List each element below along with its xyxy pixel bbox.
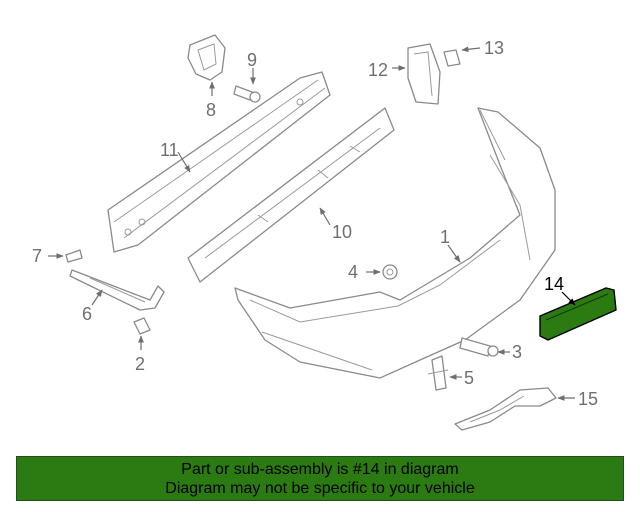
part-15-splash-shield[interactable] (454, 387, 557, 431)
part-6-side-bracket[interactable] (69, 269, 165, 311)
callout-6: 6 (82, 304, 92, 324)
leader-1 (447, 244, 461, 263)
part-10-energy-absorber[interactable] (187, 107, 395, 283)
part-12-bracket[interactable] (407, 43, 441, 105)
callout-5: 5 (464, 368, 474, 388)
callout-10: 10 (332, 222, 352, 242)
exploded-parts-diagram: 1 2 3 4 5 6 7 8 9 10 11 12 13 14 15 (32, 34, 617, 431)
callout-4: 4 (348, 262, 358, 282)
part-11-reinforcement-beam[interactable] (107, 71, 331, 253)
callout-7: 7 (32, 246, 42, 266)
callout-13: 13 (484, 38, 504, 58)
callout-14: 14 (544, 274, 564, 294)
callout-2: 2 (135, 354, 145, 374)
part-13-bolt[interactable] (443, 49, 461, 67)
part-4-grommet[interactable] (382, 264, 398, 280)
part-8-bracket[interactable] (187, 34, 226, 81)
leader-11 (177, 151, 191, 173)
notice-line-part-number: Part or sub-assembly is #14 in diagram (181, 460, 459, 478)
leader-14 (561, 291, 576, 306)
callout-15: 15 (578, 389, 598, 409)
callout-1: 1 (440, 227, 450, 247)
part-3-bolt[interactable] (459, 337, 499, 357)
callout-12: 12 (368, 60, 388, 80)
part-7-bolt[interactable] (65, 249, 83, 263)
callout-3: 3 (512, 342, 522, 362)
callout-9: 9 (247, 50, 257, 70)
callout-8: 8 (206, 100, 216, 120)
part-9-bolt[interactable] (233, 85, 261, 103)
part-5-clip[interactable] (427, 355, 449, 391)
part-14-reflector[interactable] (539, 287, 617, 341)
leader-10 (319, 207, 331, 226)
notice-line-disclaimer: Diagram may not be specific to your vehi… (165, 479, 475, 497)
leader-6 (91, 289, 103, 306)
part-notice-banner: Part or sub-assembly is #14 in diagram D… (16, 456, 624, 501)
part-2-clip[interactable] (133, 317, 151, 335)
part-1-bumper-cover[interactable] (234, 107, 556, 379)
leader-13 (461, 46, 481, 53)
callout-11: 11 (160, 140, 179, 160)
